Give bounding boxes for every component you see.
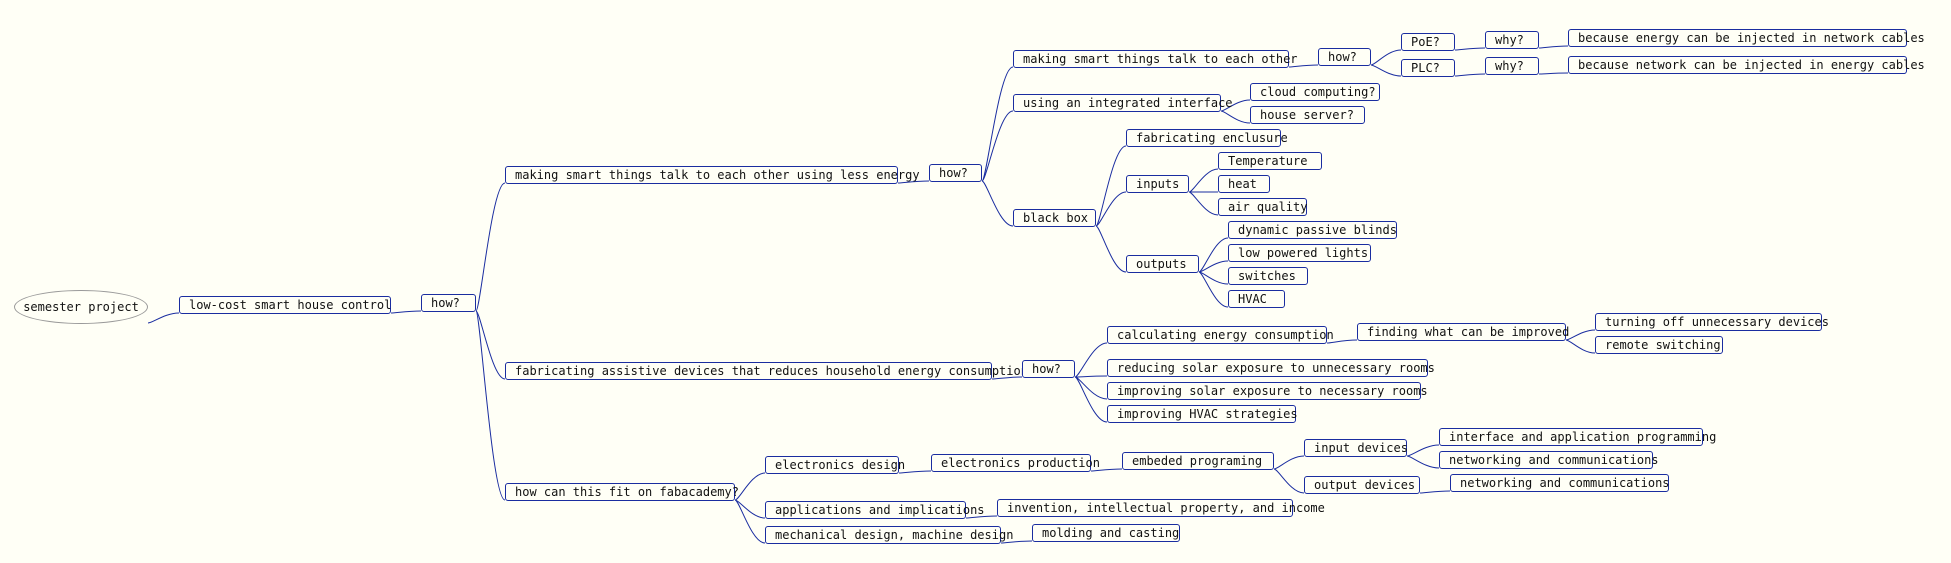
node-interface-application-programming[interactable]: interface and application programming	[1439, 428, 1716, 446]
connector-calc-improve	[1326, 339, 1358, 344]
connector-poe-poe_why	[1454, 47, 1486, 51]
node-invention-ip-income[interactable]: invention, intellectual property, and in…	[997, 499, 1325, 517]
connector-black_box-outputs	[1095, 225, 1127, 273]
connector-a1_b2-cloud	[1220, 99, 1251, 112]
node-electronics-production[interactable]: electronics production	[931, 454, 1100, 472]
connector-a1_how-a1_b2	[981, 110, 1014, 182]
node-dynamic-passive-blinds[interactable]: dynamic passive blinds	[1228, 221, 1397, 239]
connector-mech-molding	[1000, 540, 1033, 544]
connector-input_dev-interface_prog	[1406, 444, 1440, 457]
connector-inputs-temperature	[1188, 168, 1219, 193]
connector-outputs-hvac	[1198, 271, 1229, 308]
node-switches[interactable]: switches	[1228, 267, 1308, 285]
node-temperature[interactable]: Temperature	[1218, 152, 1322, 170]
node-integrated-interface[interactable]: using an integrated interface	[1013, 94, 1233, 112]
connector-output_dev-net2	[1419, 490, 1451, 494]
root-node-semester-project[interactable]: semester project	[14, 290, 148, 324]
node-input-devices[interactable]: input devices	[1304, 439, 1408, 457]
node-networking-communications-input[interactable]: networking and communications	[1439, 451, 1659, 469]
connector-plc-plc_why	[1454, 73, 1486, 77]
node-improving-solar-exposure[interactable]: improving solar exposure to necessary ro…	[1107, 382, 1428, 400]
connector-a3-elec_design	[734, 472, 766, 501]
connector-poe_why-poe_reason	[1538, 45, 1569, 49]
node-remote-switching[interactable]: remote switching	[1595, 336, 1723, 354]
connector-embedded-input_dev	[1273, 455, 1305, 470]
node-a1-how[interactable]: how?	[929, 164, 982, 182]
node-air-quality[interactable]: air quality	[1218, 198, 1307, 216]
connector-a1_b1_how-plc	[1370, 64, 1402, 77]
node-molding-casting[interactable]: molding and casting	[1032, 524, 1180, 542]
connector-a3-mech	[734, 499, 766, 544]
node-low-cost-smart-house-control[interactable]: low-cost smart house control	[179, 296, 391, 314]
connector-n2-a1	[475, 182, 506, 312]
connector-inputs-air_quality	[1188, 191, 1219, 216]
connector-elec_design-elec_prod	[898, 470, 932, 474]
connector-black_box-enclosure	[1095, 145, 1127, 227]
node-improving-hvac-strategies[interactable]: improving HVAC strategies	[1107, 405, 1298, 423]
node-how-fit-fabacademy[interactable]: how can this fit on fabacademy?	[505, 483, 739, 501]
node-fabricating-enclosure[interactable]: fabricating enclusure	[1126, 129, 1288, 147]
node-house-server[interactable]: house server?	[1250, 106, 1365, 124]
connector-input_dev-net1	[1406, 455, 1440, 469]
node-how[interactable]: how?	[421, 294, 476, 312]
node-inputs[interactable]: inputs	[1126, 175, 1189, 193]
node-black-box[interactable]: black box	[1013, 209, 1096, 227]
node-fabricating-assistive-devices[interactable]: fabricating assistive devices that reduc…	[505, 362, 1028, 380]
connector-embedded-output_dev	[1273, 468, 1305, 494]
connector-improve-remote	[1565, 339, 1596, 354]
connector-n2-a2	[475, 310, 506, 380]
node-applications-implications[interactable]: applications and implications	[765, 501, 985, 519]
node-embedded-programming[interactable]: embeded programing	[1122, 452, 1274, 470]
connector-outputs-lights	[1198, 260, 1229, 273]
connector-outputs-blinds	[1198, 237, 1229, 273]
connector-a2_how-reduce_solar	[1074, 375, 1108, 378]
node-hvac[interactable]: HVAC	[1228, 290, 1285, 308]
connector-a2_how-improve_solar	[1074, 376, 1108, 400]
node-mechanical-machine-design[interactable]: mechanical design, machine design	[765, 526, 1013, 544]
node-electronics-design[interactable]: electronics design	[765, 456, 905, 474]
connector-a3-apps	[734, 499, 766, 519]
connector-a2_how-calc	[1074, 342, 1108, 378]
connector-a1_b2-server	[1220, 110, 1251, 124]
node-networking-communications-output[interactable]: networking and communications	[1450, 474, 1670, 492]
connector-plc_why-plc_reason	[1538, 72, 1569, 75]
node-cloud-computing[interactable]: cloud computing?	[1250, 83, 1380, 101]
node-poe[interactable]: PoE?	[1401, 33, 1455, 51]
connector-a1_how-black_box	[981, 180, 1014, 227]
connector-root-n1	[147, 312, 180, 324]
connector-elec_prod-embedded	[1090, 468, 1123, 472]
node-a1-b1-how[interactable]: how?	[1318, 48, 1371, 66]
node-calculating-energy-consumption[interactable]: calculating energy consumption	[1107, 326, 1334, 344]
node-outputs[interactable]: outputs	[1126, 255, 1199, 273]
connector-improve-turn_off	[1565, 329, 1596, 341]
node-reducing-solar-exposure[interactable]: reducing solar exposure to unnecessary r…	[1107, 359, 1435, 377]
connector-a1_b1_how-poe	[1370, 49, 1402, 66]
connector-a2-a2_how	[991, 376, 1023, 380]
node-poe-reason[interactable]: because energy can be injected in networ…	[1568, 29, 1925, 47]
connector-black_box-inputs	[1095, 191, 1127, 227]
node-turning-off-unnecessary-devices[interactable]: turning off unnecessary devices	[1595, 313, 1829, 331]
node-heat[interactable]: heat	[1218, 175, 1270, 193]
node-a2-how[interactable]: how?	[1022, 360, 1075, 378]
connector-a1_b1-a1_b1_how	[1288, 64, 1319, 68]
node-output-devices[interactable]: output devices	[1304, 476, 1420, 494]
node-making-smart-things-talk-using-less-energy[interactable]: making smart things talk to each other u…	[505, 166, 920, 184]
connector-a2_how-hvac_strat	[1074, 376, 1108, 423]
connector-a1_how-a1_b1	[981, 66, 1014, 182]
connector-n2-a3	[475, 310, 506, 501]
node-poe-why[interactable]: why?	[1485, 31, 1539, 49]
node-low-powered-lights[interactable]: low powered lights	[1228, 244, 1371, 262]
node-plc-reason[interactable]: because network can be injected in energ…	[1568, 56, 1925, 74]
node-making-smart-things-talk[interactable]: making smart things talk to each other	[1013, 50, 1298, 68]
connector-a1-a1_how	[897, 180, 930, 184]
node-finding-what-can-be-improved[interactable]: finding what can be improved	[1357, 323, 1569, 341]
node-plc-why[interactable]: why?	[1485, 57, 1539, 75]
connector-apps-invention	[965, 515, 998, 519]
connector-n1-n2	[390, 310, 422, 314]
node-plc[interactable]: PLC?	[1401, 59, 1455, 77]
